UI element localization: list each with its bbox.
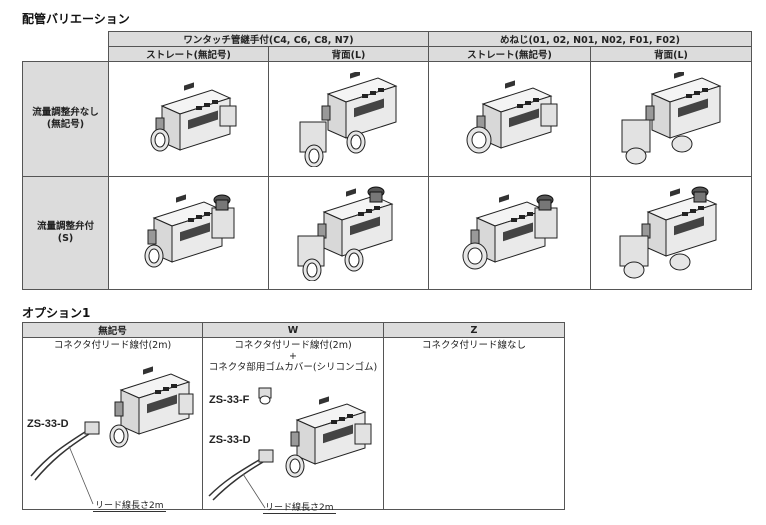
image-thread-straight-valve xyxy=(428,176,591,290)
option-cell-z: コネクタ付リード線なし xyxy=(383,337,565,510)
sensor-onetouch-straight-image xyxy=(150,81,236,152)
sensor-onetouch-back-valve-image xyxy=(297,186,392,281)
image-onetouch-straight-novalve xyxy=(108,61,269,177)
sensor-thread-back-image xyxy=(621,71,721,164)
option-header-w: W xyxy=(202,322,384,338)
sub-header-straight-2: ストレート(無記号) xyxy=(428,46,591,62)
part-label-zs33d-2: ZS-33-D xyxy=(209,434,251,446)
option-none-description: コネクタ付リード線付(2m) xyxy=(53,340,172,351)
lead-length-label-2: リード線長さ2m xyxy=(263,500,336,514)
image-thread-straight-novalve xyxy=(428,61,591,177)
row-header-with-valve: 流量調整弁付 (S) xyxy=(22,176,109,290)
image-thread-back-novalve xyxy=(590,61,752,177)
part-label-zs33f: ZS-33-F xyxy=(209,394,250,406)
piping-variation-table: ワンタッチ管継手付(C4, C6, C8, N7) めねじ(01, 02, N0… xyxy=(22,31,752,290)
option-cell-none: コネクタ付リード線付(2m) ZS-33-D リード線長さ2m xyxy=(22,337,203,512)
row-header-with-valve-line1: 流量調整弁付 xyxy=(36,221,94,232)
option-header-z: Z xyxy=(383,322,565,338)
option-z-description: コネクタ付リード線なし xyxy=(421,340,527,351)
image-onetouch-back-valve xyxy=(268,176,429,290)
option-table: 無記号 W Z コネクタ付リード線付(2m) ZS-33-D リード線長さ2m … xyxy=(22,322,565,514)
sensor-thread-straight-image xyxy=(466,79,557,154)
row-header-no-valve-line2: (無記号) xyxy=(46,119,85,130)
image-onetouch-straight-valve xyxy=(108,176,269,290)
option-cell-w: コネクタ付リード線付(2m) + コネクタ部用ゴムカバー(シリコンゴム) ZS-… xyxy=(202,337,384,514)
sensor-thread-straight-valve-image xyxy=(462,193,557,269)
sensor-onetouch-back-image xyxy=(299,71,396,167)
sub-header-straight-1: ストレート(無記号) xyxy=(108,46,269,62)
table-corner-2 xyxy=(23,47,109,62)
sub-header-back-2: 背面(L) xyxy=(590,46,752,62)
option-w-plus: + xyxy=(289,351,297,362)
lead-length-label-1: リード線長さ2m xyxy=(93,498,166,512)
part-label-zs33d-1: ZS-33-D xyxy=(27,418,69,430)
sub-header-back-1: 背面(L) xyxy=(268,46,429,62)
options-section-title: オプション1 xyxy=(22,306,91,320)
option-w-description-1: コネクタ付リード線付(2m) xyxy=(234,340,352,351)
image-onetouch-back-novalve xyxy=(268,61,429,177)
table-corner xyxy=(23,32,109,47)
option-header-none: 無記号 xyxy=(22,322,203,338)
piping-section-title: 配管バリエーション xyxy=(22,12,130,26)
group-header-female-thread: めねじ(01, 02, N01, N02, F01, F02) xyxy=(428,31,752,47)
option-w-description-2: コネクタ部用ゴムカバー(シリコンゴム) xyxy=(208,362,378,373)
option-none-illustration xyxy=(30,365,194,505)
row-header-no-valve: 流量調整弁なし (無記号) xyxy=(22,61,109,177)
row-header-with-valve-line2: (S) xyxy=(57,233,74,244)
group-header-one-touch: ワンタッチ管継手付(C4, C6, C8, N7) xyxy=(108,31,429,47)
row-header-no-valve-line1: 流量調整弁なし xyxy=(32,107,99,118)
sensor-onetouch-straight-valve-image xyxy=(144,193,234,267)
option-w-illustration xyxy=(208,387,372,509)
image-thread-back-valve xyxy=(590,176,752,290)
sensor-thread-back-valve-image xyxy=(619,186,717,278)
